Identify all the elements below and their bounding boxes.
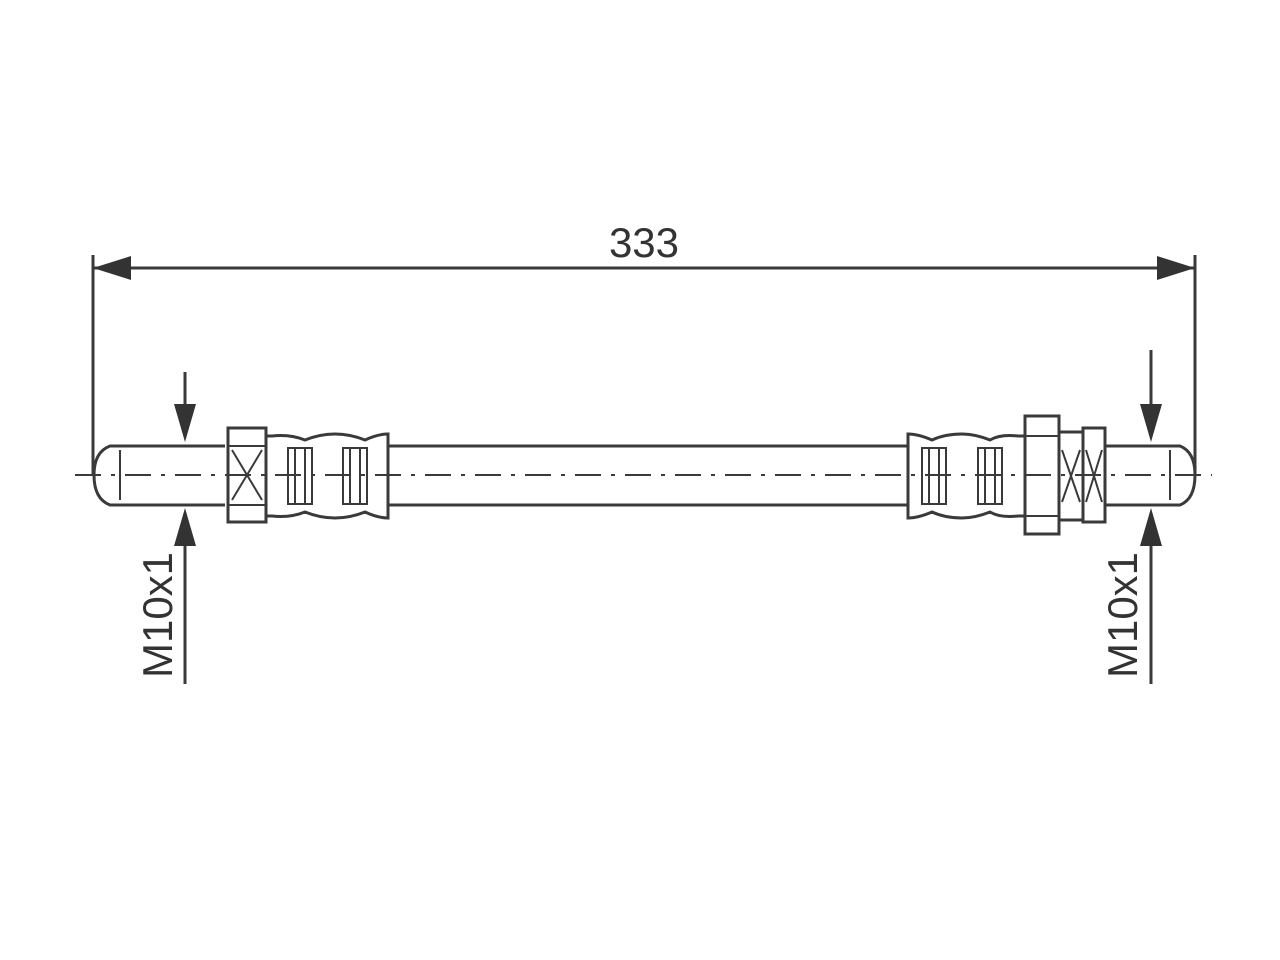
left-thread-label: M10x1 <box>134 552 181 678</box>
overall-length-label: 333 <box>609 219 679 266</box>
left-thread-callout <box>174 372 196 684</box>
left-dimension-arrow <box>93 256 131 280</box>
right-thread-callout <box>1140 350 1162 684</box>
right-dimension-arrow <box>1157 256 1195 280</box>
right-thread-label: M10x1 <box>1099 552 1146 678</box>
right-fitting <box>906 414 1197 536</box>
left-fitting <box>92 426 390 524</box>
